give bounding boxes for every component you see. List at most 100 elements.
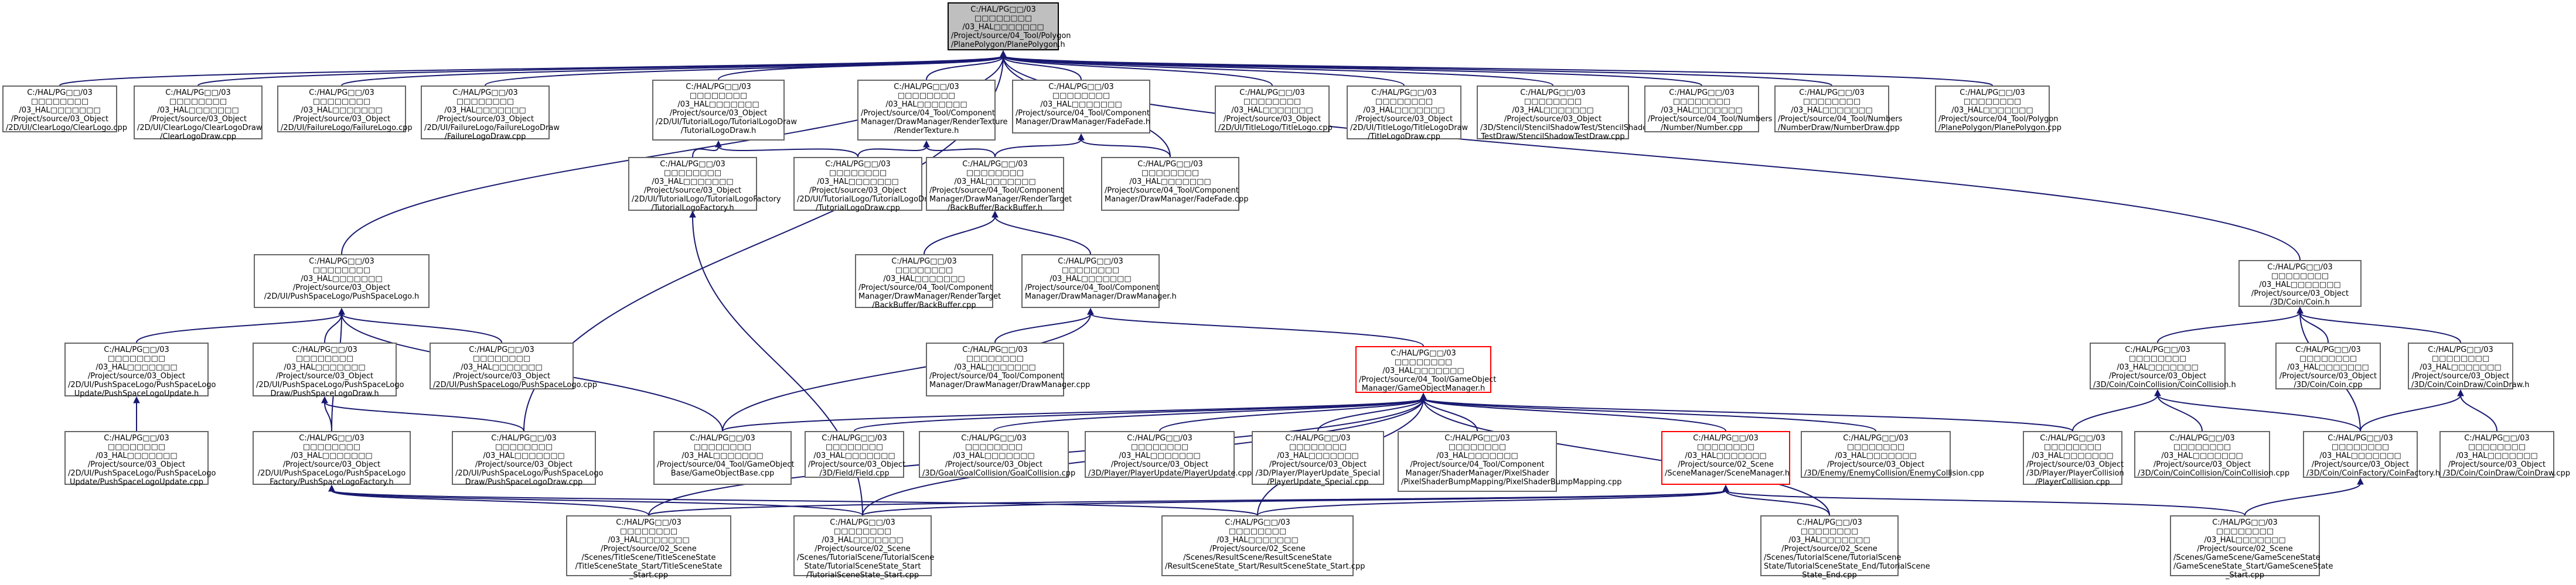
graph-edge xyxy=(857,146,927,158)
graph-node[interactable]: C:/HAL/PG□□/03 □□□□□□□□ /03_HAL□□□□□□□ /… xyxy=(1085,431,1252,478)
graph-node[interactable]: C:/HAL/PG□□/03 □□□□□□□□ /03_HAL□□□□□□□ /… xyxy=(793,157,938,213)
graph-edge xyxy=(926,56,1004,80)
graph-node[interactable]: C:/HAL/PG□□/03 □□□□□□□□ /03_HAL□□□□□□□ /… xyxy=(254,254,430,308)
graph-edge xyxy=(1423,398,1478,432)
graph-node[interactable]: C:/HAL/PG□□/03 □□□□□□□□ /03_HAL□□□□□□□ /… xyxy=(2275,343,2381,389)
graph-node[interactable]: C:/HAL/PG□□/03 □□□□□□□□ /03_HAL□□□□□□□ /… xyxy=(452,431,603,487)
graph-root-node[interactable]: C:/HAL/PG□□/03 □□□□□□□□ /03_HAL□□□□□□□ /… xyxy=(948,2,1071,50)
graph-edge-arrowhead xyxy=(1420,392,1427,400)
graph-node[interactable]: C:/HAL/PG□□/03 □□□□□□□□ /03_HAL□□□□□□□ /… xyxy=(926,157,1072,213)
graph-node[interactable]: C:/HAL/PG□□/03 □□□□□□□□ /03_HAL□□□□□□□ /… xyxy=(253,343,404,398)
graph-node[interactable]: C:/HAL/PG□□/03 □□□□□□□□ /03_HAL□□□□□□□ /… xyxy=(2303,431,2440,478)
graph-node[interactable]: C:/HAL/PG□□/03 □□□□□□□□ /03_HAL□□□□□□□ /… xyxy=(2170,515,2333,580)
graph-node[interactable]: C:/HAL/PG□□/03 □□□□□□□□ /03_HAL□□□□□□□ /… xyxy=(855,254,1001,310)
graph-node[interactable]: C:/HAL/PG□□/03 □□□□□□□□ /03_HAL□□□□□□□ /… xyxy=(134,85,263,141)
graph-edge-arrowhead xyxy=(991,210,999,218)
graph-node[interactable]: C:/HAL/PG□□/03 □□□□□□□□ /03_HAL□□□□□□□ /… xyxy=(2439,431,2570,478)
graph-edge xyxy=(2157,395,2203,432)
graph-edge xyxy=(2299,312,2329,343)
graph-edge xyxy=(2299,312,2461,343)
graph-edge xyxy=(993,398,1424,432)
graph-edge-arrowhead xyxy=(1722,484,1729,492)
graph-edge-arrowhead xyxy=(2457,389,2464,396)
graph-node[interactable]: C:/HAL/PG□□/03 □□□□□□□□ /03_HAL□□□□□□□ /… xyxy=(1012,80,1150,134)
graph-edge xyxy=(1423,398,1830,516)
graph-node[interactable]: C:/HAL/PG□□/03 □□□□□□□□ /03_HAL□□□□□□□ /… xyxy=(1101,157,1248,211)
graph-node[interactable]: C:/HAL/PG□□/03 □□□□□□□□ /03_HAL□□□□□□□ /… xyxy=(2134,431,2289,478)
graph-node[interactable]: C:/HAL/PG□□/03 □□□□□□□□ /03_HAL□□□□□□□ /… xyxy=(1801,431,1984,478)
graph-edge xyxy=(994,139,1082,158)
graph-edge xyxy=(2157,395,2361,432)
graph-edge xyxy=(862,490,1726,516)
graph-node[interactable]: C:/HAL/PG□□/03 □□□□□□□□ /03_HAL□□□□□□□ /… xyxy=(1347,85,1468,141)
graph-node[interactable]: C:/HAL/PG□□/03 □□□□□□□□ /03_HAL□□□□□□□ /… xyxy=(1252,431,1384,487)
graph-edge xyxy=(926,146,996,158)
graph-edge xyxy=(924,216,996,255)
graph-node[interactable]: C:/HAL/PG□□/03 □□□□□□□□ /03_HAL□□□□□□□ /… xyxy=(1021,254,1177,308)
graph-edge xyxy=(1725,490,1830,516)
graph-edge xyxy=(2072,395,2158,432)
graph-edge xyxy=(1423,398,2073,432)
graph-edge xyxy=(324,402,332,432)
graph-node[interactable]: C:/HAL/PG□□/03 □□□□□□□□ /03_HAL□□□□□□□ /… xyxy=(1355,346,1497,393)
graph-node[interactable]: C:/HAL/PG□□/03 □□□□□□□□ /03_HAL□□□□□□□ /… xyxy=(1161,515,1365,576)
graph-edge xyxy=(1423,398,1726,432)
graph-node[interactable]: C:/HAL/PG□□/03 □□□□□□□□ /03_HAL□□□□□□□ /… xyxy=(652,80,797,141)
graph-node[interactable]: C:/HAL/PG□□/03 □□□□□□□□ /03_HAL□□□□□□□ /… xyxy=(1215,85,1333,132)
graph-edge xyxy=(2157,312,2301,343)
graph-edge-arrowhead xyxy=(2357,477,2364,485)
graph-node[interactable]: C:/HAL/PG□□/03 □□□□□□□□ /03_HAL□□□□□□□ /… xyxy=(857,80,1008,141)
graph-edge-arrowhead xyxy=(2154,389,2161,396)
graph-node[interactable]: C:/HAL/PG□□/03 □□□□□□□□ /03_HAL□□□□□□□ /… xyxy=(64,343,216,398)
graph-node[interactable]: C:/HAL/PG□□/03 □□□□□□□□ /03_HAL□□□□□□□ /… xyxy=(566,515,731,580)
graph-node[interactable]: C:/HAL/PG□□/03 □□□□□□□□ /03_HAL□□□□□□□ /… xyxy=(430,343,597,389)
graph-edge xyxy=(331,490,649,516)
graph-node[interactable]: C:/HAL/PG□□/03 □□□□□□□□ /03_HAL□□□□□□□ /… xyxy=(793,515,934,580)
graph-node[interactable]: C:/HAL/PG□□/03 □□□□□□□□ /03_HAL□□□□□□□ /… xyxy=(1477,85,1654,141)
graph-node[interactable]: C:/HAL/PG□□/03 □□□□□□□□ /03_HAL□□□□□□□ /… xyxy=(277,85,413,132)
graph-node[interactable]: C:/HAL/PG□□/03 □□□□□□□□ /03_HAL□□□□□□□ /… xyxy=(919,431,1075,478)
graph-edge xyxy=(994,313,1091,343)
graph-node[interactable]: C:/HAL/PG□□/03 □□□□□□□□ /03_HAL□□□□□□□ /… xyxy=(1644,85,1772,132)
graph-edge xyxy=(1725,490,2246,516)
graph-edge xyxy=(1081,139,1171,158)
graph-node[interactable]: C:/HAL/PG□□/03 □□□□□□□□ /03_HAL□□□□□□□ /… xyxy=(1774,85,1902,132)
graph-edge xyxy=(692,146,719,158)
graph-edge xyxy=(2244,483,2361,516)
graph-edge xyxy=(2360,395,2461,432)
graph-node[interactable]: C:/HAL/PG□□/03 □□□□□□□□ /03_HAL□□□□□□□ /… xyxy=(926,343,1090,396)
graph-node[interactable]: C:/HAL/PG□□/03 □□□□□□□□ /03_HAL□□□□□□□ /… xyxy=(2238,260,2362,307)
graph-edge-arrowhead xyxy=(1000,50,1007,57)
graph-node[interactable]: C:/HAL/PG□□/03 □□□□□□□□ /03_HAL□□□□□□□ /… xyxy=(2023,431,2124,487)
graph-node[interactable]: C:/HAL/PG□□/03 □□□□□□□□ /03_HAL□□□□□□□ /… xyxy=(628,157,781,213)
graph-edge-arrowhead xyxy=(923,140,930,148)
graph-edge-arrowhead xyxy=(715,140,722,148)
graph-edge xyxy=(718,56,1004,80)
graph-edge-arrowhead xyxy=(133,396,140,403)
graph-edge-arrowhead xyxy=(1087,307,1094,315)
graph-edge xyxy=(1317,398,1424,432)
graph-edge xyxy=(1003,56,1993,86)
graph-node[interactable]: C:/HAL/PG□□/03 □□□□□□□□ /03_HAL□□□□□□□ /… xyxy=(1760,515,1930,580)
graph-node[interactable]: C:/HAL/PG□□/03 □□□□□□□□ /03_HAL□□□□□□□ /… xyxy=(1398,431,1622,492)
graph-node[interactable]: C:/HAL/PG□□/03 □□□□□□□□ /03_HAL□□□□□□□ /… xyxy=(2090,343,2236,389)
graph-edge-arrowhead xyxy=(689,210,696,218)
graph-node[interactable]: C:/HAL/PG□□/03 □□□□□□□□ /03_HAL□□□□□□□ /… xyxy=(253,431,411,487)
graph-edge xyxy=(2460,395,2497,432)
graph-edge xyxy=(1257,490,1726,516)
graph-edge xyxy=(854,398,1424,432)
graph-node[interactable]: C:/HAL/PG□□/03 □□□□□□□□ /03_HAL□□□□□□□ /… xyxy=(421,85,560,141)
graph-edge-arrowhead xyxy=(328,484,335,492)
graph-node[interactable]: C:/HAL/PG□□/03 □□□□□□□□ /03_HAL□□□□□□□ /… xyxy=(1661,431,1790,485)
graph-edge xyxy=(648,490,1726,516)
graph-edge-arrowhead xyxy=(338,307,345,315)
graph-node[interactable]: C:/HAL/PG□□/03 □□□□□□□□ /03_HAL□□□□□□□ /… xyxy=(2,85,127,132)
graph-edge xyxy=(1003,56,1405,86)
graph-node[interactable]: C:/HAL/PG□□/03 □□□□□□□□ /03_HAL□□□□□□□ /… xyxy=(1935,85,2062,132)
graph-node[interactable]: C:/HAL/PG□□/03 □□□□□□□□ /03_HAL□□□□□□□ /… xyxy=(805,431,905,478)
graph-edge xyxy=(994,216,1091,255)
graph-node[interactable]: C:/HAL/PG□□/03 □□□□□□□□ /03_HAL□□□□□□□ /… xyxy=(653,431,795,485)
graph-node[interactable]: C:/HAL/PG□□/03 □□□□□□□□ /03_HAL□□□□□□□ /… xyxy=(64,431,216,487)
graph-node[interactable]: C:/HAL/PG□□/03 □□□□□□□□ /03_HAL□□□□□□□ /… xyxy=(2408,343,2530,389)
